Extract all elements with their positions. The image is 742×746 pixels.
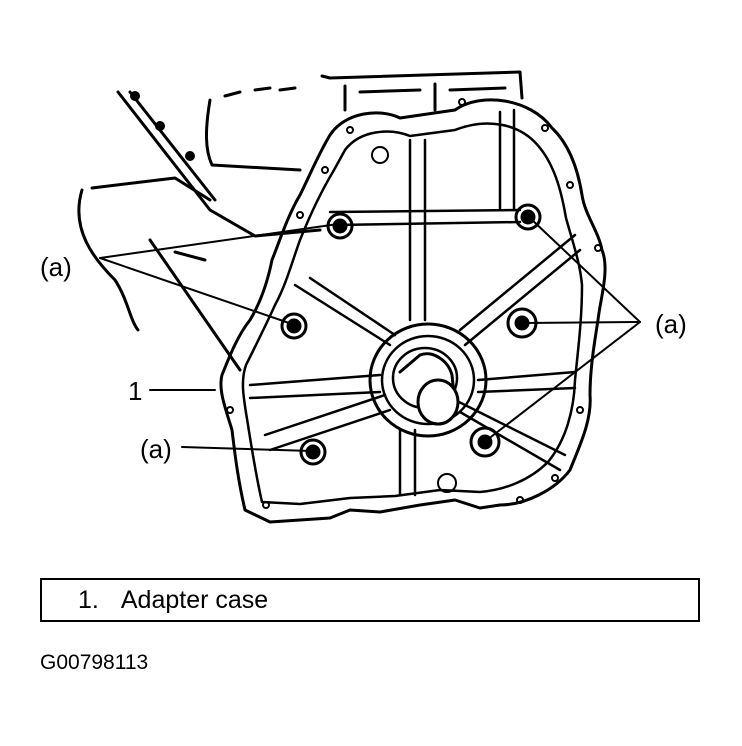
legend-item-label: Adapter case	[120, 585, 269, 614]
rim-holes	[226, 98, 602, 509]
adapter-case-hub	[368, 322, 488, 438]
callout-a-upper-left: (a)	[40, 252, 72, 282]
engine-block-bolts	[130, 91, 195, 161]
adapter-case-ribs	[248, 108, 582, 497]
adapter-case-outline	[219, 98, 607, 524]
bolt-lower-left	[299, 438, 327, 466]
callout-leaders	[99, 217, 641, 452]
part-number-label: 1	[128, 376, 142, 406]
figure-id: G00798113	[40, 651, 149, 674]
callout-a-lower-left: (a)	[140, 434, 172, 464]
legend-item-number: 1.	[78, 585, 99, 614]
bolt-upper-right	[514, 203, 542, 231]
bolt-middle-left	[280, 312, 308, 340]
adapter-case-diagram: (a) (a) (a) 1	[40, 70, 687, 524]
bolt-bosses	[280, 203, 542, 466]
callout-a-right: (a)	[655, 309, 687, 339]
legend-box: 1. Adapter case	[40, 578, 700, 622]
bolt-lower-right	[469, 426, 501, 458]
engine-block-outline	[77, 70, 524, 372]
